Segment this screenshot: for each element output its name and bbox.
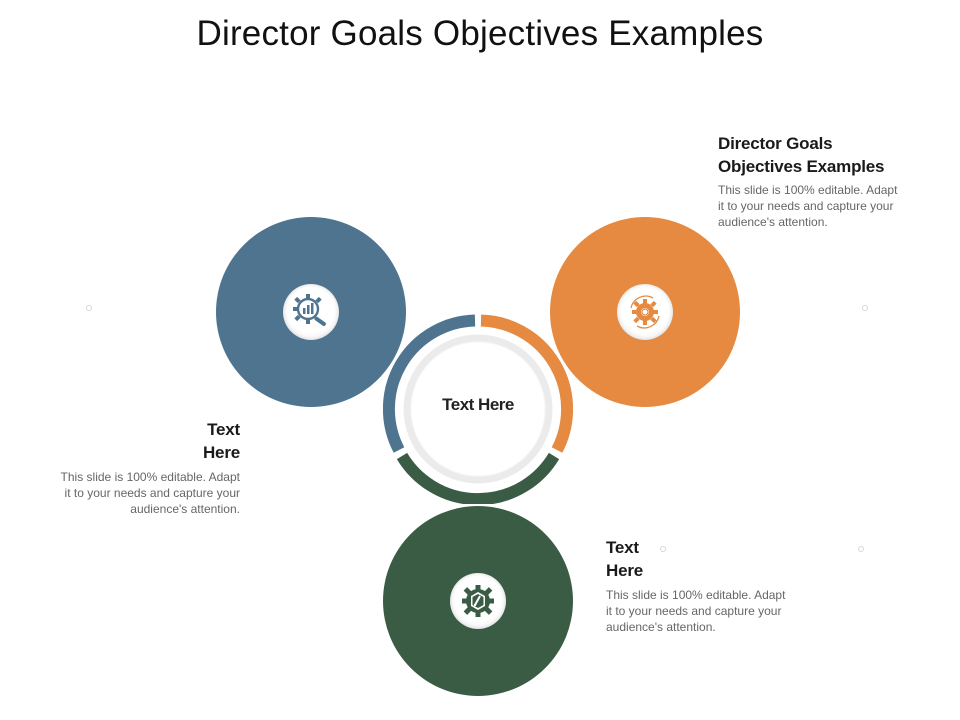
blue-desc-line-1: This slide is 100% editable. Adapt (60, 470, 240, 484)
orange-title-line-1: Director Goals (718, 134, 833, 153)
blue-title-line-2: Here (202, 443, 240, 462)
gear-magnifier-chart-icon (293, 294, 326, 326)
blue-desc-line-2: it to your needs and capture your (64, 486, 240, 500)
green-block-title: Text Here (606, 536, 643, 582)
decorative-dot (858, 546, 864, 552)
blue-circle (216, 217, 406, 407)
blue-block-title: Text Here (140, 418, 240, 464)
decorative-dot (86, 305, 92, 311)
center-ring (383, 314, 573, 504)
orange-circle (550, 217, 740, 407)
gear-compass-icon (462, 585, 494, 617)
green-desc-line-1: This slide is 100% editable. Adapt (606, 588, 786, 602)
gear-cycle-icon (630, 295, 660, 329)
green-desc-line-2: it to your needs and capture your (606, 604, 782, 618)
blue-icon-badge (283, 284, 339, 340)
blue-block-description: This slide is 100% editable. Adapt it to… (30, 469, 240, 517)
blue-ring-segment (383, 314, 476, 453)
green-icon-badge (450, 573, 506, 629)
decorative-dot (862, 305, 868, 311)
orange-ring-segment (480, 314, 573, 453)
orange-icon-badge (617, 284, 673, 340)
green-ring-segment (396, 452, 560, 504)
green-circle (383, 506, 573, 696)
slide-title: Director Goals Objectives Examples (196, 14, 764, 53)
orange-desc-line-3: audience's attention. (718, 215, 828, 229)
orange-block-description: This slide is 100% editable. Adapt it to… (718, 182, 897, 230)
blue-desc-line-3: audience's attention. (130, 502, 240, 516)
orange-desc-line-1: This slide is 100% editable. Adapt (718, 183, 898, 197)
center-label: Text Here (442, 395, 514, 414)
green-title-line-1: Text (606, 538, 639, 557)
orange-title-line-2: Objectives Examples (718, 157, 885, 176)
center-disc (403, 334, 553, 484)
orange-desc-line-2: it to your needs and capture your (718, 199, 894, 213)
decorative-dot (660, 546, 666, 552)
blue-title-line-1: Text (207, 420, 240, 439)
green-title-line-2: Here (606, 561, 644, 580)
green-block-description: This slide is 100% editable. Adapt it to… (606, 587, 785, 635)
green-desc-line-3: audience's attention. (606, 620, 716, 634)
orange-block-title: Director Goals Objectives Examples (718, 132, 884, 178)
